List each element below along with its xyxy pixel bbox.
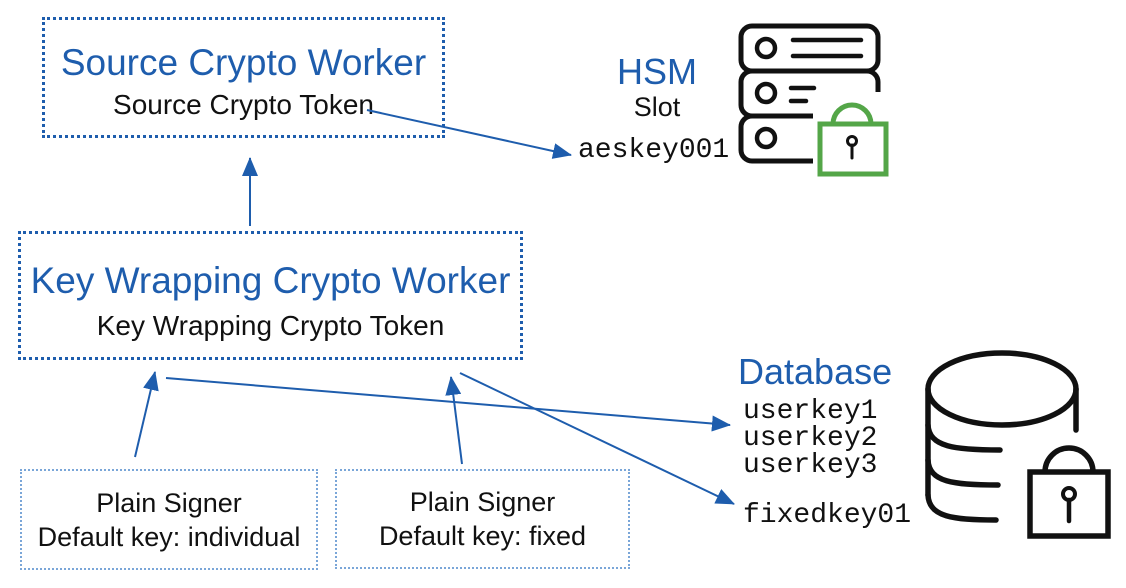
plain-signer-fixed-default-key: Default key: fixed <box>378 521 587 551</box>
key-wrapping-crypto-worker-title: Key Wrapping Crypto Worker <box>30 260 511 301</box>
source-crypto-worker-box: Source Crypto Worker Source Crypto Token <box>42 17 445 138</box>
plain-signer-fixed-box: Plain Signer Default key: fixed <box>335 469 630 569</box>
hsm-key-name: aeskey001 <box>578 135 730 166</box>
source-crypto-worker-title: Source Crypto Worker <box>60 42 427 83</box>
hsm-lock-icon <box>813 92 892 178</box>
hsm-label: HSM <box>617 51 697 92</box>
database-user-key-2: userkey2 <box>743 423 878 454</box>
plain-signer-individual-box: Plain Signer Default key: individual <box>20 469 318 570</box>
database-fixed-key: fixedkey01 <box>743 500 912 531</box>
database-lock-icon <box>1022 440 1116 544</box>
arrow-signer-fixed-to-keywrapping <box>445 376 463 465</box>
plain-signer-individual-title: Plain Signer <box>96 487 242 518</box>
database-label: Database <box>738 351 893 392</box>
hsm-label-block: HSM Slot <box>572 51 742 123</box>
plain-signer-individual-default-key: Default key: individual <box>37 521 301 552</box>
key-wrapping-crypto-worker-box: Key Wrapping Crypto Worker Key Wrapping … <box>18 231 523 360</box>
hsm-slot-label: Slot <box>633 92 681 122</box>
arrow-to-userkeys <box>165 377 731 432</box>
arrow-signer-individual-to-keywrapping <box>134 371 159 458</box>
database-user-key-1: userkey1 <box>743 396 878 427</box>
database-icon <box>925 350 1079 523</box>
source-crypto-token-label: Source Crypto Token <box>113 89 374 120</box>
key-wrapping-crypto-token-label: Key Wrapping Crypto Token <box>96 310 445 341</box>
hsm-server-icon <box>738 23 881 164</box>
database-user-key-3: userkey3 <box>743 450 878 481</box>
plain-signer-fixed-title: Plain Signer <box>409 487 556 517</box>
